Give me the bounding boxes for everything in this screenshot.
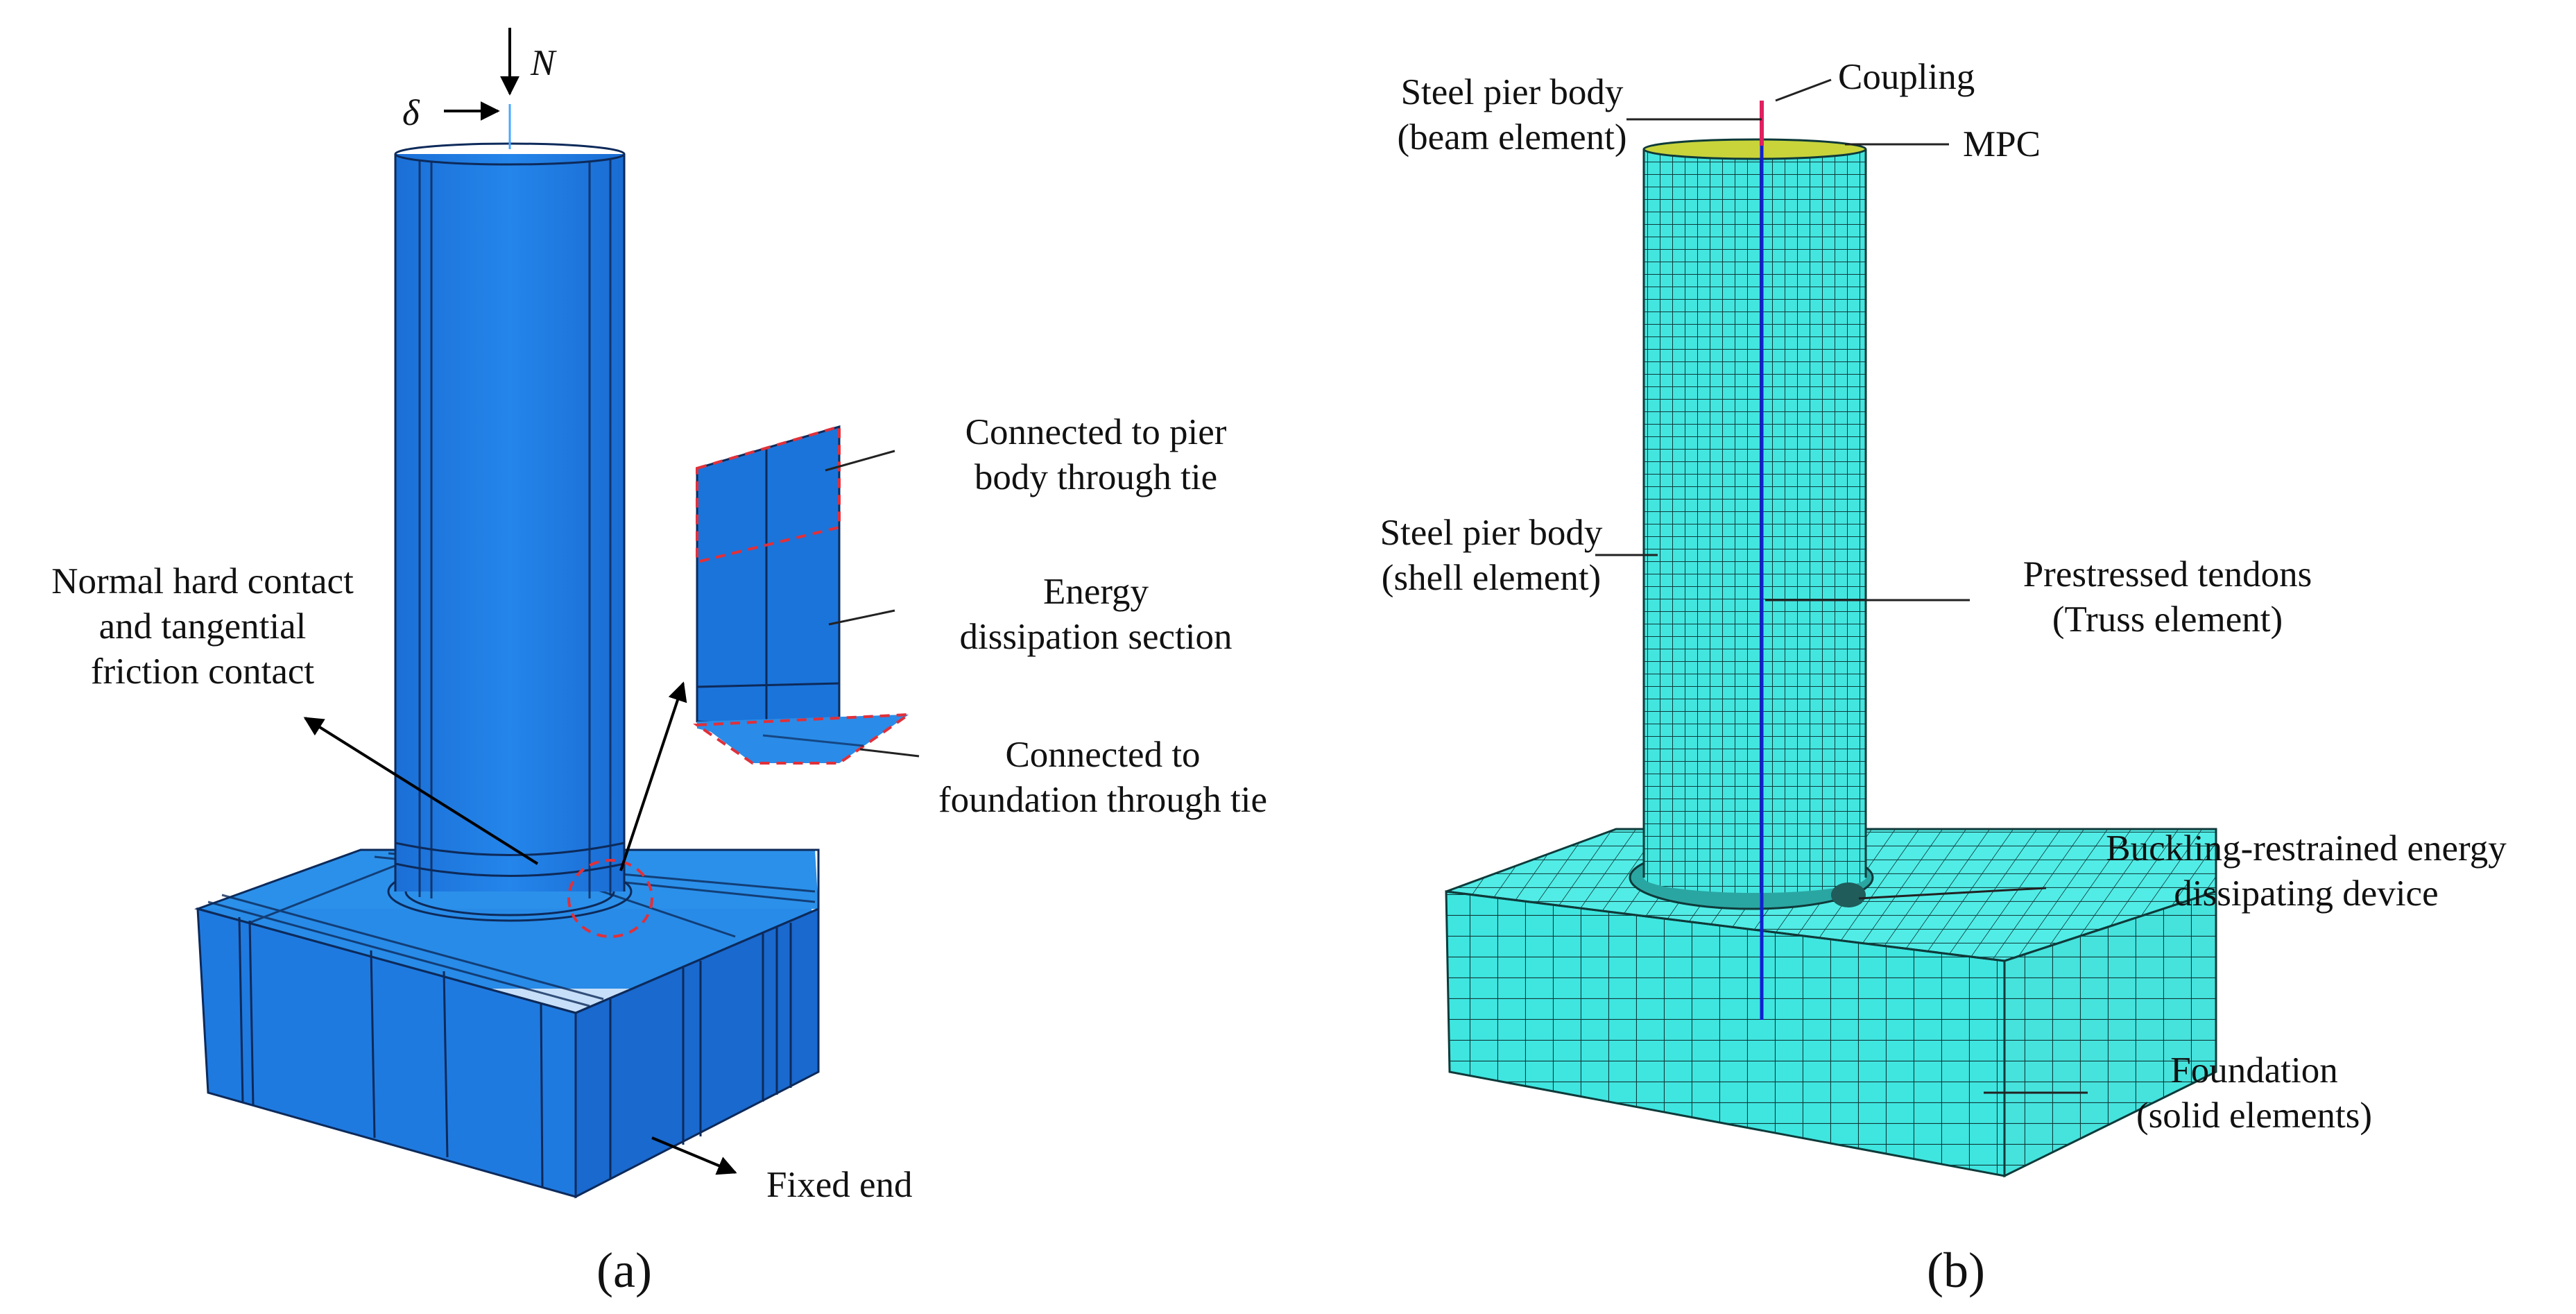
displacement-label-delta: δ bbox=[402, 93, 420, 133]
contact-label-line2: and tangential bbox=[99, 606, 307, 647]
pier-mesh-b bbox=[1642, 138, 1867, 907]
contact-label-line1: Normal hard contact bbox=[51, 561, 354, 601]
shell-label-line1: Steel pier body bbox=[1380, 513, 1603, 553]
foundation-block-a bbox=[194, 848, 820, 1199]
tie-foundation-label-line2: foundation through tie bbox=[938, 780, 1267, 820]
caption-a: (a) bbox=[596, 1243, 652, 1298]
caption-b: (b) bbox=[1927, 1243, 1985, 1298]
leader-tie-pier bbox=[825, 450, 895, 472]
contact-label-line3: friction contact bbox=[91, 651, 315, 692]
leader-device bbox=[1858, 887, 2047, 900]
mpc-label: MPC bbox=[1963, 124, 2041, 164]
energy-label-line2: dissipation section bbox=[959, 617, 1232, 657]
leader-coupling bbox=[1775, 78, 1832, 102]
arrow-fixed-end bbox=[651, 1136, 737, 1175]
tendon-label-line2: (Truss element) bbox=[2052, 599, 2283, 640]
coupling-label: Coupling bbox=[1838, 57, 1975, 97]
device-label-line1: Buckling-restrained energy bbox=[2106, 828, 2507, 869]
load-label-n: N bbox=[530, 43, 557, 83]
tendon-label-line1: Prestressed tendons bbox=[2023, 554, 2312, 595]
energy-label-line1: Energy bbox=[1043, 572, 1149, 612]
shell-label-line2: (shell element) bbox=[1382, 558, 1601, 598]
load-arrows bbox=[444, 28, 520, 149]
leader-tie-foundation bbox=[859, 748, 920, 758]
tie-foundation-label-line1: Connected to bbox=[1005, 735, 1200, 775]
device-label-line2: dissipating device bbox=[2174, 873, 2438, 914]
arrow-device bbox=[619, 681, 687, 871]
device-socket bbox=[1831, 882, 1866, 907]
tie-pier-label-line2: body through tie bbox=[974, 457, 1217, 497]
steel-pier-column-a bbox=[394, 142, 653, 938]
foundation-label-line2: (solid elements) bbox=[2136, 1095, 2372, 1136]
panel-b: Steel pier body (beam element) Coupling … bbox=[1380, 57, 2507, 1298]
fixed-end-label: Fixed end bbox=[766, 1165, 913, 1205]
energy-dissipation-plate bbox=[692, 425, 913, 765]
arrow-contact bbox=[303, 717, 539, 865]
beam-label-line2: (beam element) bbox=[1397, 117, 1626, 157]
beam-label-line1: Steel pier body bbox=[1401, 72, 1624, 112]
tie-pier-label-line1: Connected to pier bbox=[965, 412, 1227, 452]
leader-energy bbox=[828, 609, 895, 626]
foundation-label-line1: Foundation bbox=[2170, 1050, 2337, 1091]
panel-a: N δ Normal hard contact and tangential f… bbox=[51, 28, 1267, 1298]
